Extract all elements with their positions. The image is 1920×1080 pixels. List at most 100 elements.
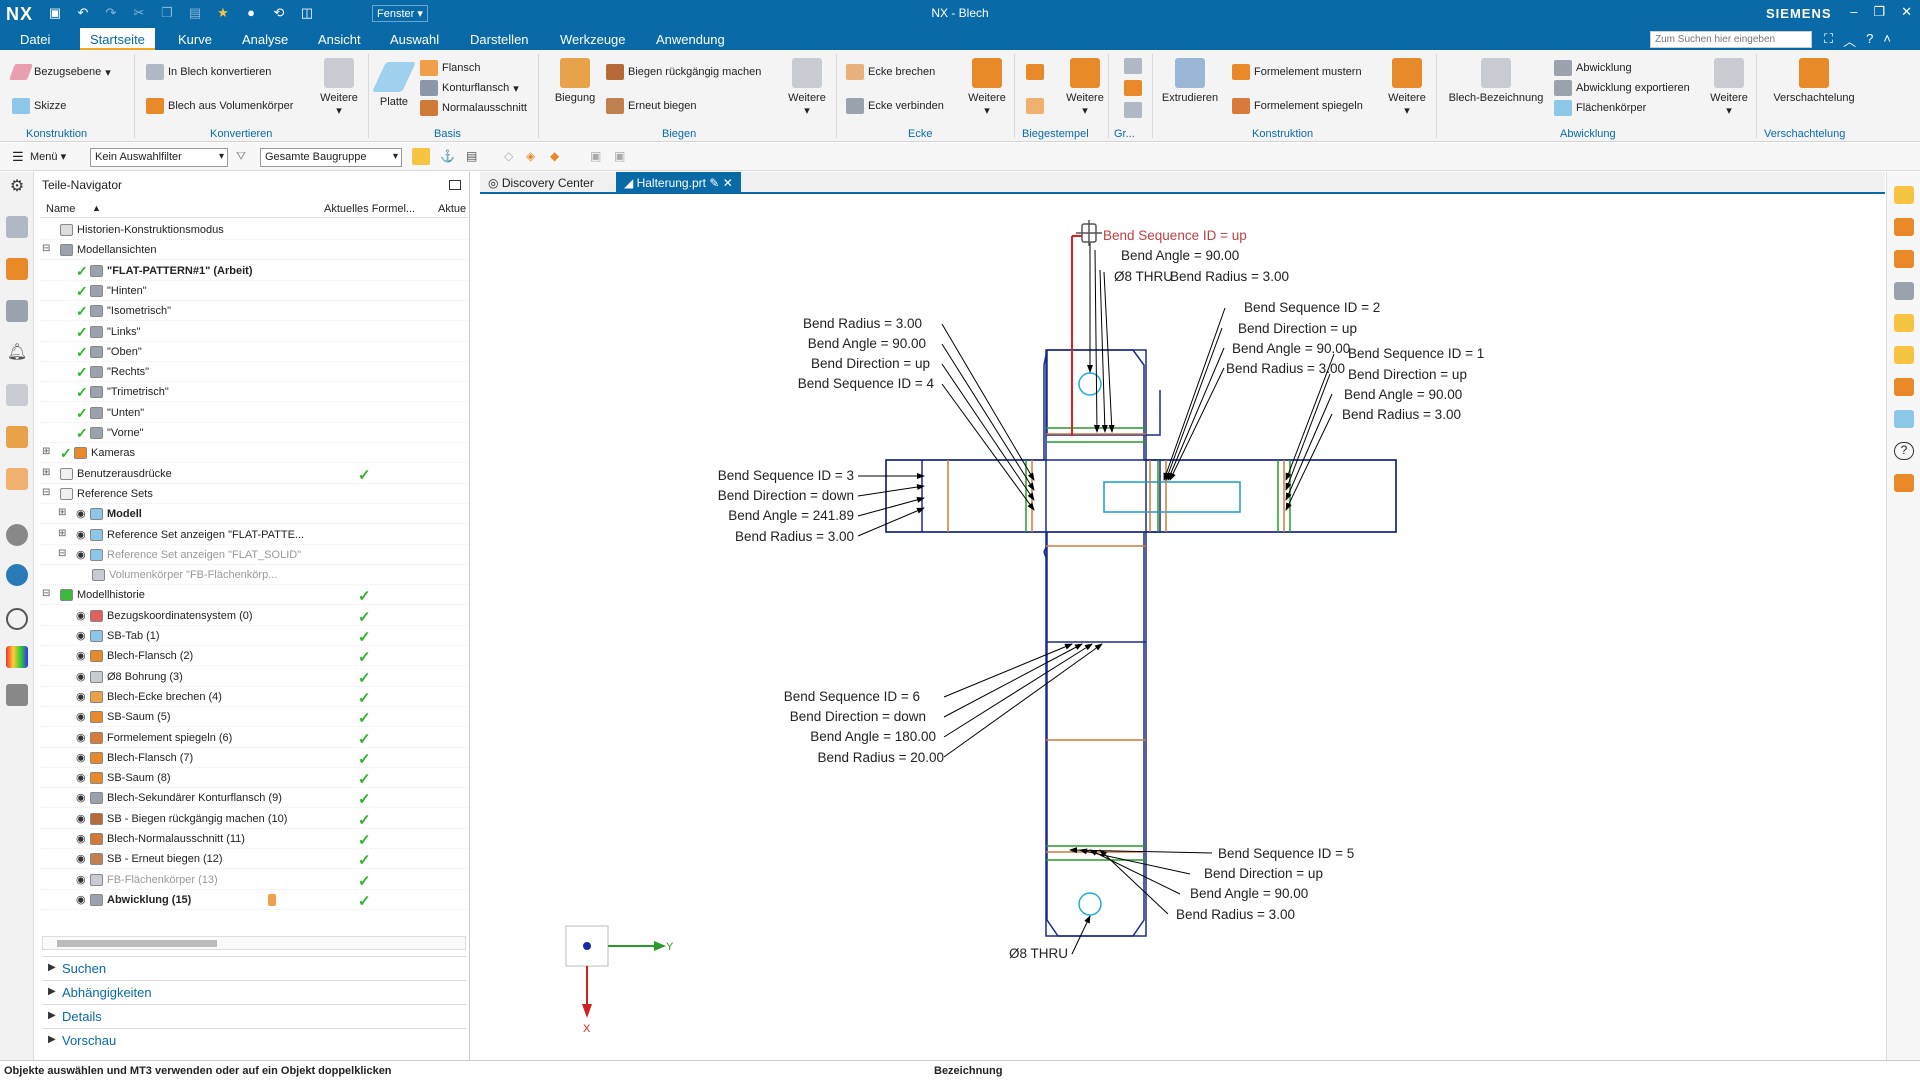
star-3-icon[interactable] bbox=[1894, 346, 1914, 364]
collapse-ribbon-icon[interactable]: ︿ bbox=[1843, 34, 1857, 49]
undo-icon[interactable]: ↶ bbox=[77, 5, 89, 20]
column-current-feature[interactable]: Aktuelles Formel... bbox=[324, 203, 416, 215]
tree-row[interactable]: ◉Blech-Flansch (7)✓ bbox=[40, 748, 468, 768]
tree-row[interactable]: ✓"Links" bbox=[40, 322, 468, 342]
tree-row[interactable]: ⊞◉Reference Set anzeigen "FLAT-PATTE... bbox=[40, 525, 468, 545]
tree-row[interactable]: ✓"Unten" bbox=[40, 403, 468, 423]
biegen-rueckgaengig-button[interactable]: Biegen rückgängig machen bbox=[606, 64, 761, 80]
expand-toggle-icon[interactable]: ⊟ bbox=[42, 588, 51, 600]
hd3d-icon[interactable] bbox=[6, 426, 28, 448]
flat-pattern-drawing[interactable]: Bend Sequence ID = up Bend Angle = 90.00… bbox=[480, 196, 1885, 1056]
tree-row[interactable]: ⊞Benutzerausdrücke✓ bbox=[40, 464, 468, 484]
weitere-abwicklung-button[interactable]: Weitere▾ bbox=[1708, 58, 1750, 117]
window-icon[interactable]: ◫ bbox=[300, 5, 314, 20]
tab-close-icon[interactable]: ✕ bbox=[722, 176, 733, 190]
blech-bezeichnung-button[interactable]: Blech-Bezeichnung bbox=[1446, 58, 1546, 104]
tree-row[interactable]: ⊟Reference Sets bbox=[40, 484, 468, 504]
tree-row[interactable]: ✓"Trimetrisch" bbox=[40, 382, 468, 403]
restore-icon[interactable]: ❐ bbox=[1873, 4, 1886, 19]
tree-row[interactable]: ✓"Vorne" bbox=[40, 423, 468, 443]
tab-halterung[interactable]: ◢ Halterung.prt ✎ ✕ bbox=[616, 172, 741, 194]
expand-toggle-icon[interactable]: ⊞ bbox=[58, 507, 67, 519]
weitere-konvertieren-button[interactable]: Weitere▾ bbox=[318, 58, 360, 117]
konturflansch-button[interactable]: Konturflansch ▾ bbox=[420, 80, 519, 96]
bell-icon[interactable]: 🔔︎ bbox=[6, 344, 28, 361]
blech-aus-volumen-button[interactable]: Blech aus Volumenkörper bbox=[146, 98, 293, 114]
copy-icon[interactable]: ❐ bbox=[161, 5, 173, 20]
cube-2-icon[interactable]: ▣ bbox=[614, 149, 626, 163]
sheet-metal-icon[interactable] bbox=[1894, 474, 1914, 492]
stempel-1-button[interactable] bbox=[1026, 64, 1044, 80]
tree-row[interactable]: ◉SB - Biegen rückgängig machen (10)✓ bbox=[40, 809, 468, 829]
block-icon[interactable] bbox=[1894, 250, 1914, 268]
help-icon[interactable]: ? bbox=[1866, 31, 1874, 46]
favorites-icon[interactable] bbox=[1894, 186, 1914, 204]
gr-3-button[interactable] bbox=[1124, 102, 1142, 118]
ecke-brechen-button[interactable]: Ecke brechen bbox=[846, 64, 935, 80]
eye-icon[interactable]: ◉ bbox=[76, 833, 86, 845]
assembly-icon[interactable]: ◈ bbox=[526, 149, 536, 163]
expand-toggle-icon[interactable]: ⊞ bbox=[42, 466, 51, 478]
tree-row[interactable]: ◉Blech-Sekundärer Konturflansch (9)✓ bbox=[40, 788, 468, 809]
snap-options-icon[interactable]: ◆ bbox=[550, 149, 560, 163]
abwicklung-button[interactable]: Abwicklung bbox=[1554, 60, 1632, 76]
command-finder-icon[interactable]: ⟲ bbox=[273, 5, 285, 20]
mic-icon[interactable]: ● bbox=[247, 5, 255, 20]
hamburger-icon[interactable]: ☰ bbox=[12, 149, 24, 164]
section-vorschau[interactable]: ▶Vorschau bbox=[42, 1028, 466, 1050]
eye-icon[interactable]: ◉ bbox=[76, 508, 86, 521]
flaechenkoerper-button[interactable]: Flächenkörper bbox=[1554, 100, 1646, 116]
tools-icon[interactable] bbox=[6, 684, 28, 706]
paste-icon[interactable]: ▤ bbox=[188, 5, 202, 20]
biegung-button[interactable]: Biegung bbox=[550, 58, 600, 104]
menu-auswahl[interactable]: Auswahl bbox=[390, 32, 440, 47]
tab-discovery-center[interactable]: ◎ Discovery Center bbox=[488, 176, 594, 190]
section-abhaengigkeiten[interactable]: ▶Abhängigkeiten bbox=[42, 980, 466, 1002]
verschachtelung-button[interactable]: Verschachtelung bbox=[1766, 58, 1862, 104]
column-current[interactable]: Aktue bbox=[438, 203, 467, 215]
menu-darstellen[interactable]: Darstellen bbox=[470, 32, 529, 47]
tree-row[interactable]: ✓"Hinten" bbox=[40, 281, 468, 301]
eye-icon[interactable]: ◉ bbox=[76, 751, 86, 764]
star-2-icon[interactable] bbox=[1894, 314, 1914, 332]
extrudieren-button[interactable]: Extrudieren bbox=[1160, 58, 1220, 104]
normalausschnitt-button[interactable]: Normalausschnitt bbox=[420, 100, 527, 116]
tree-row[interactable]: Historien-Konstruktionsmodus bbox=[40, 220, 468, 240]
section-suchen[interactable]: ▶Suchen bbox=[42, 956, 466, 978]
assembly-navigator-icon[interactable] bbox=[6, 216, 28, 238]
scope-select[interactable]: Gesamte Baugruppe bbox=[260, 148, 402, 167]
tree-row[interactable]: ⊞◉Modell bbox=[40, 504, 468, 525]
part-navigator-icon[interactable] bbox=[6, 300, 28, 322]
scrollbar-thumb[interactable] bbox=[57, 940, 217, 947]
maximize-icon[interactable] bbox=[449, 180, 461, 190]
tree-row[interactable]: ◉Formelement spiegeln (6)✓ bbox=[40, 728, 468, 748]
clock-icon[interactable] bbox=[6, 608, 28, 630]
eye-icon[interactable]: ◉ bbox=[76, 670, 86, 683]
abwicklung-exportieren-button[interactable]: Abwicklung exportieren bbox=[1554, 80, 1690, 96]
horizontal-scrollbar[interactable] bbox=[42, 936, 466, 950]
weitere-stempel-button[interactable]: Weitere▾ bbox=[1064, 58, 1106, 117]
tree-row[interactable]: ⊟Modellhistorie✓ bbox=[40, 585, 468, 606]
tree-row[interactable]: ✓"Rechts" bbox=[40, 362, 468, 383]
solid-icon[interactable] bbox=[1894, 378, 1914, 396]
tree-row[interactable]: ◉SB-Saum (8)✓ bbox=[40, 768, 468, 789]
eye-icon[interactable]: ◉ bbox=[76, 792, 86, 805]
tree-row[interactable]: ⊞✓Kameras bbox=[40, 443, 468, 464]
redo-icon[interactable]: ↷ bbox=[105, 5, 117, 20]
layer-icon[interactable] bbox=[1894, 282, 1914, 300]
erneut-biegen-button[interactable]: Erneut biegen bbox=[606, 98, 697, 114]
graphics-window[interactable]: Bend Sequence ID = up Bend Angle = 90.00… bbox=[480, 196, 1885, 1056]
minimize-icon[interactable]: – bbox=[1850, 4, 1858, 19]
menu-datei[interactable]: Datei bbox=[20, 32, 51, 47]
expand-toggle-icon[interactable]: ⊟ bbox=[58, 547, 67, 559]
tree-row[interactable]: ⊟◉Reference Set anzeigen "FLAT_SOLID" bbox=[40, 545, 468, 565]
eye-icon[interactable]: ◉ bbox=[76, 548, 86, 561]
sheet-icon[interactable] bbox=[1894, 410, 1914, 428]
tree-row[interactable]: ◉SB - Erneut biegen (12)✓ bbox=[40, 849, 468, 870]
eye-icon[interactable]: ◉ bbox=[76, 609, 86, 622]
tree-row[interactable]: ◉Blech-Normalausschnitt (11)✓ bbox=[40, 829, 468, 849]
help-circle-icon[interactable]: ? bbox=[1894, 442, 1914, 460]
eye-icon[interactable]: ◉ bbox=[76, 630, 86, 642]
snap-point-icon[interactable]: ◇ bbox=[504, 149, 514, 163]
flansch-button[interactable]: Flansch bbox=[420, 60, 481, 76]
